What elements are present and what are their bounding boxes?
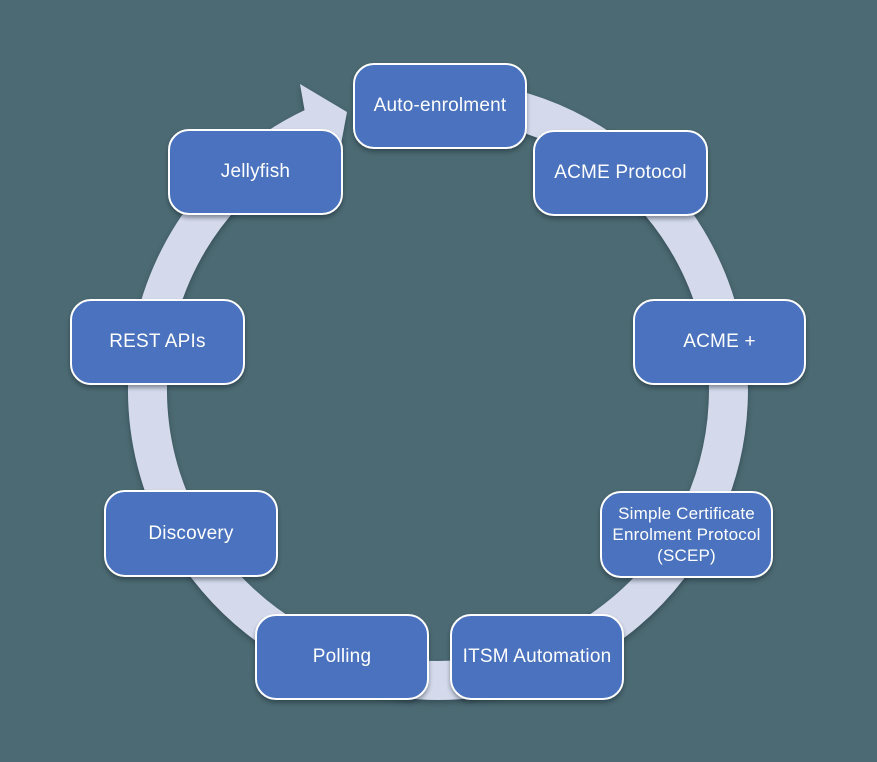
node-label: Simple Certificate Enrolment Protocol (S… [612,503,761,566]
node-label: Auto-enrolment [373,95,507,117]
node-label: Jellyfish [220,161,291,183]
cycle-node-acme-plus: ACME + [633,299,806,385]
cycle-node-discovery: Discovery [104,490,278,577]
cycle-node-jellyfish: Jellyfish [168,129,343,215]
node-label: ACME Protocol [554,162,687,184]
node-label: Polling [312,646,372,668]
cycle-node-rest-apis: REST APIs [70,299,245,385]
node-label: ITSM Automation [462,646,612,668]
cycle-node-scep: Simple Certificate Enrolment Protocol (S… [600,491,773,578]
cycle-node-itsm-automation: ITSM Automation [450,614,624,700]
node-label: ACME + [683,331,756,353]
cycle-node-acme-protocol: ACME Protocol [533,130,708,216]
cycle-node-polling: Polling [255,614,429,700]
node-label: Discovery [148,522,234,544]
cycle-node-auto-enrolment: Auto-enrolment [353,63,527,149]
node-label: REST APIs [109,331,206,353]
